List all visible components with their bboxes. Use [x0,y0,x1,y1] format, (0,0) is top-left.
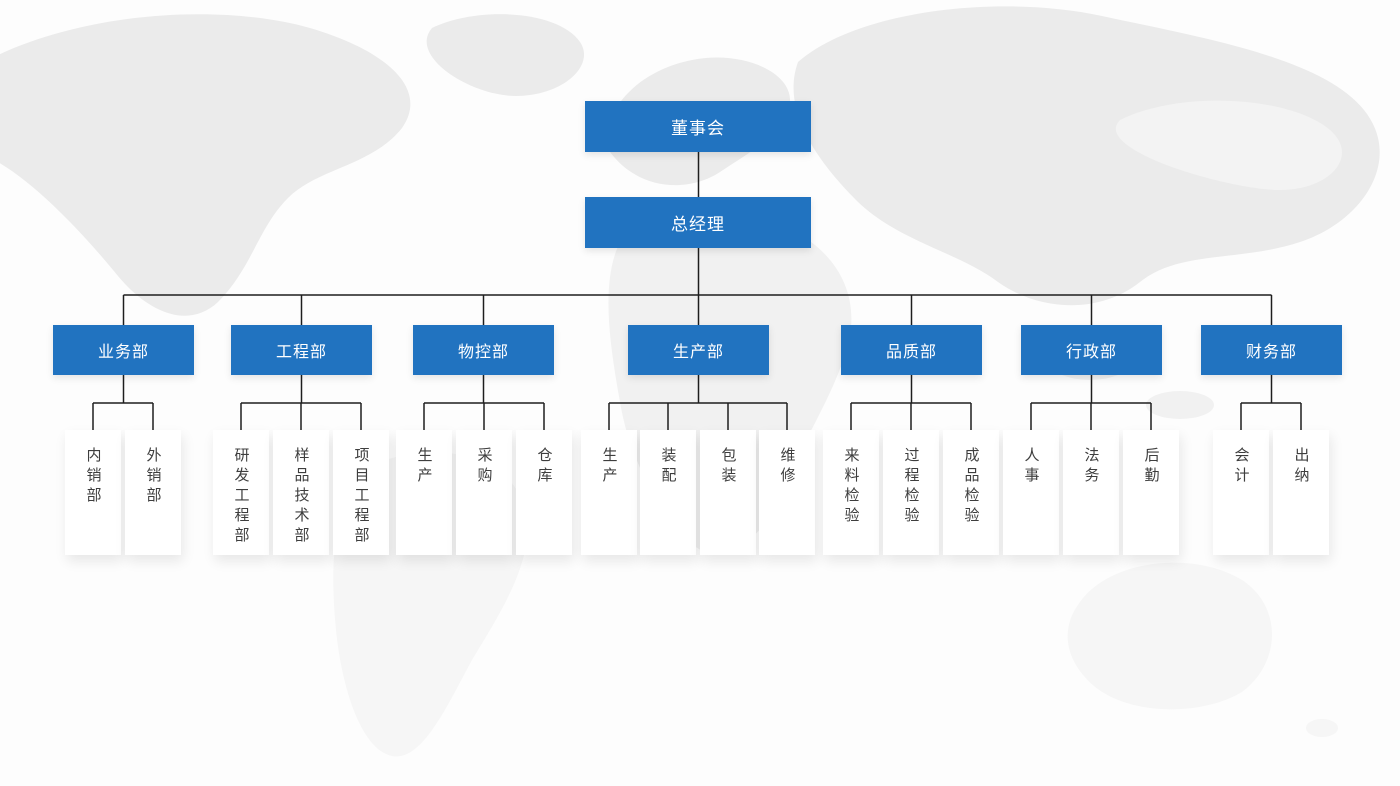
leaf-final-inspection: 成品检验 [943,430,999,555]
dept-production: 生产部 [628,325,769,375]
leaf-label: 项目工程部 [352,447,370,547]
leaf-label: 维修 [778,447,796,487]
leaf-label: 出纳 [1292,447,1310,487]
leaf-project-engineering: 项目工程部 [333,430,389,555]
leaf-export-sales: 外销部 [125,430,181,555]
dept-business: 业务部 [53,325,194,375]
leaf-assembly: 装配 [640,430,696,555]
dept-finance: 财务部 [1201,325,1342,375]
dept-administration: 行政部 [1021,325,1162,375]
leaf-label: 研发工程部 [232,447,250,547]
leaf-legal: 法务 [1063,430,1119,555]
leaf-label: 生产 [415,447,433,487]
leaf-packaging: 包装 [700,430,756,555]
dept-material-control: 物控部 [413,325,554,375]
leaf-label: 成品检验 [962,447,980,527]
dept-quality: 品质部 [841,325,982,375]
leaf-label: 生产 [600,447,618,487]
leaf-incoming-inspection: 来料检验 [823,430,879,555]
dept-engineering: 工程部 [231,325,372,375]
leaf-sample-technology: 样品技术部 [273,430,329,555]
leaf-label: 外销部 [144,447,162,507]
leaf-label: 采购 [475,447,493,487]
leaf-warehouse: 仓库 [516,430,572,555]
leaf-label: 法务 [1082,447,1100,487]
leaf-accounting: 会计 [1213,430,1269,555]
leaf-label: 装配 [659,447,677,487]
leaf-label: 仓库 [535,447,553,487]
leaf-rd-engineering: 研发工程部 [213,430,269,555]
leaf-label: 内销部 [84,447,102,507]
general-manager-node: 总经理 [585,197,811,248]
leaf-maintenance: 维修 [759,430,815,555]
leaf-production: 生产 [581,430,637,555]
leaf-cashier: 出纳 [1273,430,1329,555]
leaf-hr: 人事 [1003,430,1059,555]
leaf-label: 过程检验 [902,447,920,527]
board-node: 董事会 [585,101,811,152]
leaf-label: 后勤 [1142,447,1160,487]
leaf-label: 样品技术部 [292,447,310,547]
leaf-purchasing: 采购 [456,430,512,555]
leaf-label: 会计 [1232,447,1250,487]
leaf-mc-production: 生产 [396,430,452,555]
leaf-domestic-sales: 内销部 [65,430,121,555]
leaf-label: 包装 [719,447,737,487]
leaf-label: 人事 [1022,447,1040,487]
leaf-logistics: 后勤 [1123,430,1179,555]
leaf-process-inspection: 过程检验 [883,430,939,555]
leaf-label: 来料检验 [842,447,860,527]
